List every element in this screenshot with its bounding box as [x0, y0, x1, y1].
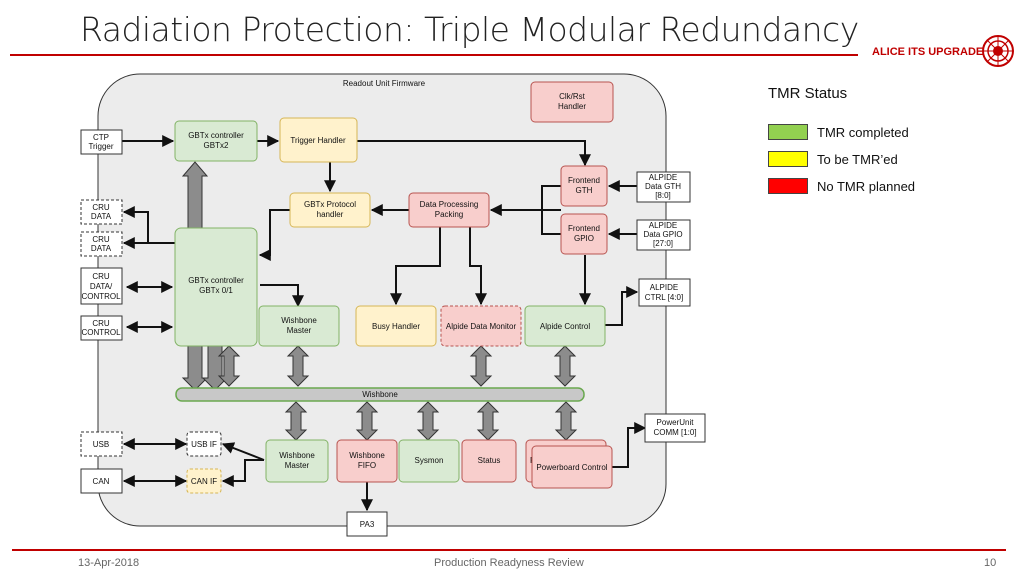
clk-rst-block [530, 81, 614, 123]
sysmon-label: Sysmon [415, 456, 444, 465]
arrow-canif-wb [221, 459, 264, 487]
bi-arrow-top-1 [217, 345, 241, 387]
frontend-gth-block [560, 165, 608, 207]
cru-data-2-box [80, 231, 123, 257]
alpide-data-monitor-block [440, 305, 522, 347]
alpide-control-label: Alpide Control [540, 322, 590, 331]
legend-swatch-completed [768, 124, 808, 140]
legend-label-none: No TMR planned [817, 179, 916, 194]
powerboard-control-label: Powerboard Control [536, 463, 607, 472]
legend-title: TMR Status [768, 85, 848, 102]
can-if-label: CAN IF [191, 477, 217, 486]
arrow-control-ctrl [605, 286, 639, 326]
cru-control-box [80, 315, 123, 341]
bi-arrow-top-3 [469, 345, 493, 387]
busy-handler-label: Busy Handler [372, 322, 420, 331]
gbtx-protocol-block [289, 192, 371, 228]
footer-rule [12, 549, 1006, 551]
powerboard-control-block [531, 445, 613, 489]
legend-label-to-be: To be TMR’ed [817, 152, 898, 167]
wishbone-fifo-block [336, 439, 398, 483]
status-label: Status [478, 456, 501, 465]
alpide-data-monitor-label: Alpide Data Monitor [446, 322, 517, 331]
footer-date: 13-Apr-2018 [78, 557, 140, 569]
busy-handler-block [355, 305, 437, 347]
arrow-gth-gpio-link [541, 185, 561, 235]
ctp-trigger-box [80, 129, 123, 155]
alpide-data-gpio-box [636, 219, 691, 251]
thick-arrow-gbtx01-down-2 [201, 345, 229, 391]
legend-label-completed: TMR completed [817, 125, 909, 140]
data-processing-block [408, 192, 490, 228]
pa3-label: PA3 [360, 520, 375, 529]
arrow-processing-busy [390, 227, 441, 306]
bi-arrow-top-2 [286, 345, 310, 387]
arrow-usbif-wb [221, 442, 265, 461]
wishbone-master-top-block [258, 305, 340, 347]
arrow-trigger-gth [357, 140, 591, 167]
page-number: 10 [984, 557, 997, 569]
bi-arrow-top-4 [553, 345, 577, 387]
status-block [461, 439, 517, 483]
can-label: CAN [93, 477, 110, 486]
alpide-data-gth-box [636, 171, 691, 203]
gbtx-controller-x2-block [174, 120, 258, 162]
legend-swatch-none [768, 178, 808, 194]
trigger-handler-block [279, 117, 358, 163]
can-if-block [186, 468, 222, 494]
usb-label: USB [93, 440, 109, 449]
usb-if-label: USB IF [191, 440, 217, 449]
thick-arrow-gbtx01-down-1 [181, 345, 209, 391]
wishbone-bus [175, 387, 585, 402]
alpide-ctrl-box [638, 278, 691, 307]
wishbone-bus-label: Wishbone [362, 390, 398, 399]
usb-if-block [186, 431, 222, 457]
powerunit-comm-box [644, 413, 706, 443]
firmware-label: Readout Unit Firmware [343, 79, 426, 88]
cru-data-1-box [80, 199, 123, 225]
footer-center: Production Readyness Review [434, 557, 584, 569]
alice-logo-icon [982, 35, 1014, 67]
frontend-gpio-block [560, 213, 608, 255]
arrow-gbtx01-wbmaster [260, 284, 304, 308]
brand-label: ALICE ITS UPGRADE [872, 46, 984, 58]
wishbone-master-bottom-block [265, 439, 329, 483]
sysmon-block [398, 439, 460, 483]
alpide-control-block [524, 305, 606, 347]
title-underline [10, 54, 858, 56]
thick-arrow-gbtx01-gbtx2 [181, 161, 209, 229]
usb-box [80, 431, 123, 457]
pa3-box [346, 511, 388, 537]
legend-swatch-to-be [768, 151, 808, 167]
slide-title: Radiation Protection: Triple Modular Red… [80, 10, 859, 49]
cru-data-control-box [80, 267, 123, 305]
gbtx-controller-01-block [174, 227, 258, 347]
arrow-processing-monitor [469, 227, 487, 306]
can-box [80, 468, 123, 494]
bidirectional-arrows [217, 345, 578, 441]
trigger-handler-label: Trigger Handler [290, 136, 346, 145]
arrow-pbctrl-powerunit [611, 422, 647, 468]
arrow-protocol-gbtx01 [258, 209, 290, 261]
